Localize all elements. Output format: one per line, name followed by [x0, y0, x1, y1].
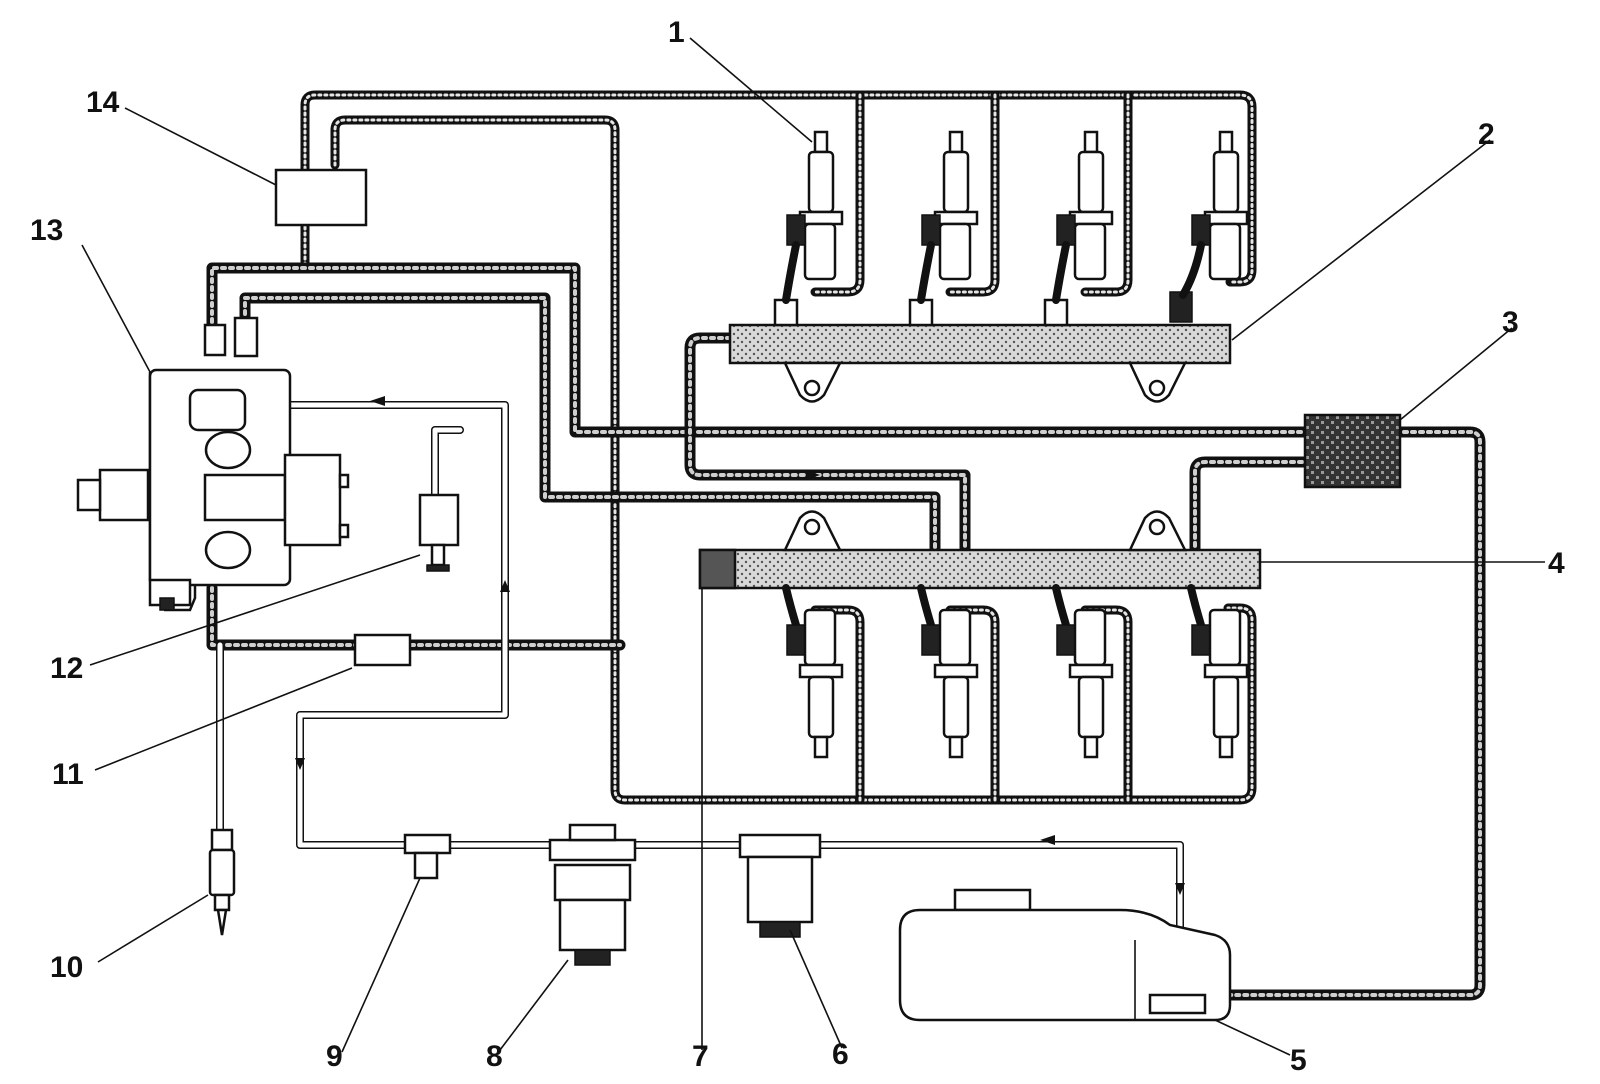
upper-return-lines	[300, 90, 1257, 805]
callout-10: 10	[50, 951, 83, 984]
injector-lower-1	[782, 584, 844, 759]
injector-lower-3	[1052, 584, 1114, 759]
component-6-pre-filter	[738, 833, 822, 938]
callout-4: 4	[1548, 547, 1565, 580]
component-12-sensor	[418, 493, 460, 572]
injector-lower-2	[917, 584, 979, 759]
component-8-fuel-filter	[548, 823, 637, 966]
callout-11: 11	[52, 758, 84, 791]
callout-13: 13	[30, 214, 63, 247]
injector-lower-4	[1187, 584, 1249, 759]
callout-12: 12	[50, 652, 83, 685]
callout-labels: 1 2 3 4 5 6 7 8 9 10 11 12 13 14	[30, 16, 1565, 1077]
callout-6: 6	[832, 1038, 849, 1071]
callout-7: 7	[692, 1040, 709, 1073]
injectors-upper-bank	[782, 130, 1249, 304]
leader-lines	[81, 37, 1545, 1056]
flow-arrows	[295, 396, 1185, 895]
high-pressure-lines	[239, 292, 971, 554]
injectors-lower-bank	[782, 584, 1249, 759]
component-9-sensor	[403, 833, 452, 880]
injector-upper-3	[1052, 130, 1114, 304]
callout-8: 8	[486, 1040, 503, 1073]
injector-upper-4	[1179, 130, 1249, 299]
component-11-valve	[353, 633, 412, 667]
component-13-high-pressure-pump	[76, 316, 350, 612]
injector-upper-2	[917, 130, 979, 304]
callout-14: 14	[86, 86, 120, 119]
component-2-upper-rail	[728, 291, 1232, 403]
callout-3: 3	[1502, 306, 1519, 339]
component-10-sensor	[208, 828, 236, 936]
component-3-fuel-cooler	[1303, 413, 1402, 489]
component-4-lower-rail	[698, 510, 1262, 590]
injector-upper-1	[782, 130, 844, 304]
callout-9: 9	[326, 1040, 343, 1073]
component-5-fuel-tank	[898, 888, 1232, 1022]
callout-5: 5	[1290, 1044, 1307, 1077]
main-return-line	[206, 262, 1486, 1001]
callout-2: 2	[1478, 118, 1495, 151]
callout-1: 1	[668, 16, 685, 49]
component-14-box	[274, 168, 368, 227]
